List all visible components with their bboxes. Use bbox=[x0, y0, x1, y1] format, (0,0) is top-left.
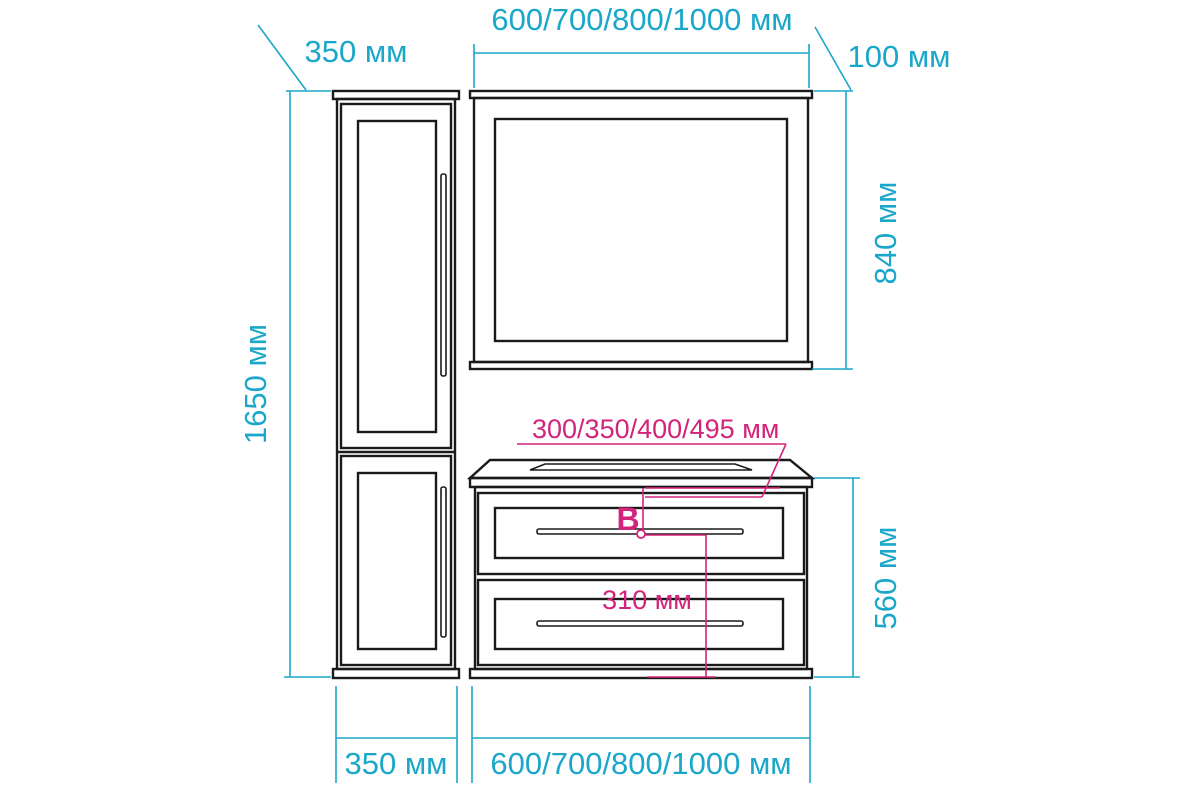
outlet-point bbox=[636, 529, 646, 539]
cabinet-width-bottom-label: 600/700/800/1000 мм bbox=[490, 746, 791, 781]
countertop-edge bbox=[468, 476, 814, 489]
column-depth-diagonal bbox=[257, 24, 307, 91]
dimension-lines bbox=[257, 24, 860, 783]
outlet-marker-label: B bbox=[616, 501, 639, 537]
column-bottom-plinth bbox=[331, 667, 461, 680]
upper-drawer-panel bbox=[493, 506, 785, 560]
mirror-glass bbox=[493, 117, 789, 343]
lower-drawer-handle bbox=[536, 620, 744, 627]
column-body bbox=[335, 97, 457, 671]
outlet-height-label: 310 мм bbox=[602, 585, 692, 615]
mirror-bottom-ledge bbox=[468, 360, 814, 371]
lower-drawer-front bbox=[476, 578, 806, 667]
column-height-label: 1650 мм bbox=[238, 324, 273, 444]
plumbing-markup bbox=[517, 443, 787, 678]
column-upper-door bbox=[339, 102, 453, 450]
basin-widths-label: 300/350/400/495 мм bbox=[532, 414, 779, 444]
mirror bbox=[468, 89, 814, 371]
column-upper-handle bbox=[440, 173, 447, 377]
column-lower-door bbox=[339, 454, 453, 667]
cabinet-body bbox=[473, 485, 809, 671]
mirror-width-top-label: 600/700/800/1000 мм bbox=[491, 2, 792, 37]
basin-width-leader bbox=[761, 443, 787, 498]
mirror-height-label: 840 мм bbox=[868, 182, 903, 285]
vanity-cabinet bbox=[466, 458, 816, 680]
cabinet-height-label: 560 мм bbox=[868, 527, 903, 630]
upper-drawer-front bbox=[476, 491, 806, 576]
column-upper-door-panel bbox=[356, 119, 438, 434]
mirror-depth-label: 100 мм bbox=[848, 39, 951, 74]
column-lower-handle bbox=[440, 486, 447, 638]
lower-drawer-panel bbox=[493, 597, 785, 651]
cabinet-bottom-plinth bbox=[468, 667, 814, 680]
mirror-frame bbox=[472, 96, 810, 364]
column-depth-top-label: 350 мм bbox=[305, 34, 408, 69]
basin-bowl-recess bbox=[529, 463, 753, 471]
column-lower-door-panel bbox=[356, 471, 438, 651]
mirror-depth-diagonal bbox=[814, 26, 852, 91]
tall-column-cabinet bbox=[331, 89, 461, 680]
column-width-bottom-label: 350 мм bbox=[345, 746, 448, 781]
basin-top-surface bbox=[466, 458, 816, 480]
dimension-labels: 600/700/800/1000 мм 350 мм 100 мм 840 мм… bbox=[238, 2, 950, 781]
